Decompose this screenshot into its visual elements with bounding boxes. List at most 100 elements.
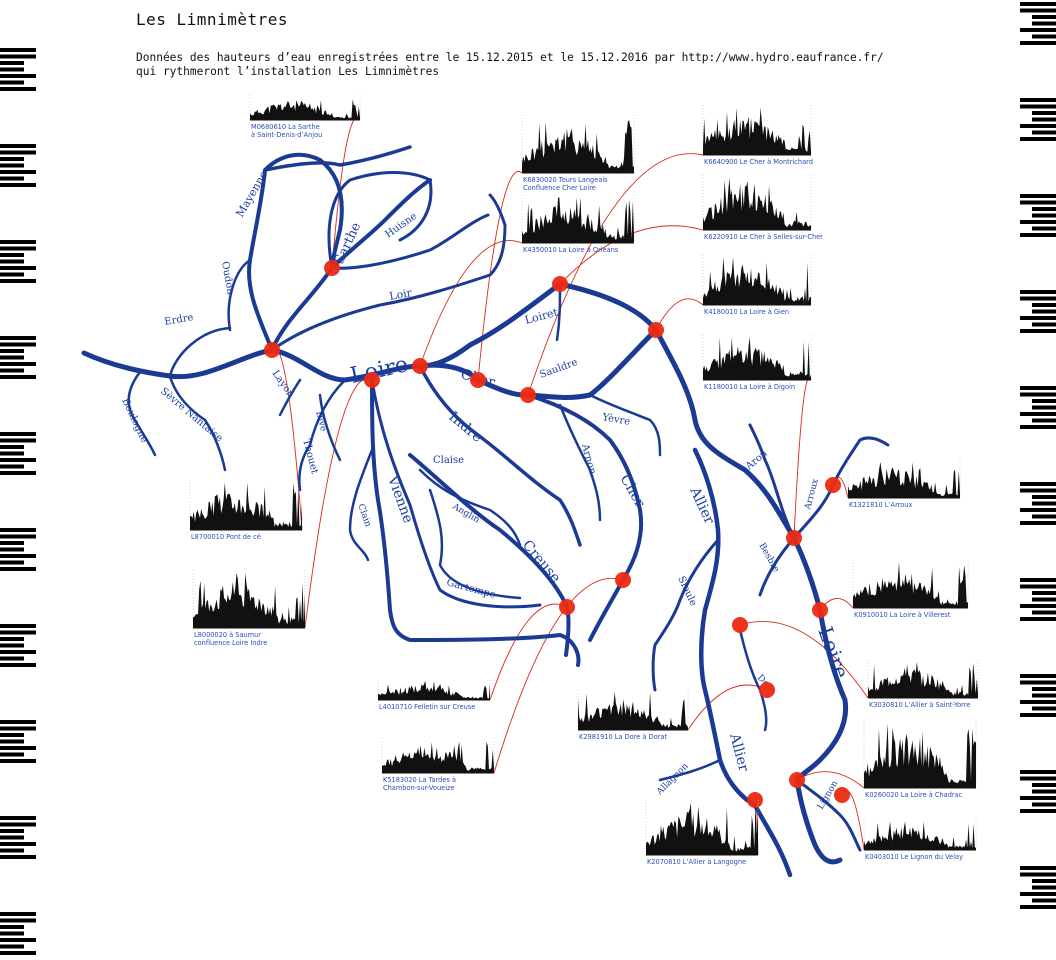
edge-bar bbox=[0, 253, 24, 257]
edge-bar bbox=[0, 643, 24, 648]
hydrograph-silhouette bbox=[522, 120, 634, 173]
edge-bar bbox=[0, 541, 24, 545]
station-dot-M0680610 bbox=[324, 260, 340, 276]
page-subtitle: Données des hauteurs d’eau enregistrées … bbox=[136, 51, 884, 79]
station-dot-K4180010 bbox=[648, 322, 664, 338]
edge-bar bbox=[1032, 111, 1056, 115]
edge-bar bbox=[0, 637, 24, 641]
edge-bar bbox=[1020, 8, 1056, 13]
station-caption-line-1: K2070810 L’Allier à Langogne bbox=[647, 858, 746, 866]
river-erdre bbox=[168, 326, 232, 378]
station-caption-line-1: M0680610 La Sarthe bbox=[251, 123, 320, 131]
river-claise-anglin bbox=[418, 468, 522, 600]
edge-mark bbox=[1020, 482, 1056, 525]
edge-mark bbox=[1020, 770, 1056, 813]
edge-bar bbox=[0, 54, 36, 59]
edge-bar bbox=[0, 829, 24, 833]
station-dot-K6640900 bbox=[520, 387, 536, 403]
edge-bar bbox=[0, 355, 24, 360]
station-caption-line-2: Chambon-sur-Voueize bbox=[383, 784, 455, 792]
edge-bar bbox=[1032, 226, 1056, 231]
edge-bar bbox=[0, 144, 36, 148]
edge-mark bbox=[0, 336, 36, 379]
hydrograph-silhouette bbox=[848, 461, 960, 498]
hydrograph-L4010710: L4010710 Felletin sur Creuse bbox=[377, 680, 491, 711]
edge-bar bbox=[1032, 322, 1056, 327]
hydrograph-silhouette bbox=[190, 482, 302, 530]
station-dot-K3030810 bbox=[732, 617, 748, 633]
hydrograph-silhouette bbox=[378, 681, 490, 700]
edge-bar bbox=[1020, 680, 1056, 685]
edge-bar bbox=[1020, 892, 1056, 896]
edge-bar bbox=[1020, 488, 1056, 493]
edge-bar bbox=[1020, 700, 1056, 704]
river-label-sauldre: Sauldre bbox=[538, 357, 579, 381]
edge-bar bbox=[0, 944, 24, 949]
right-edge-code-marks bbox=[1020, 2, 1056, 909]
hydrograph-silhouette bbox=[193, 572, 305, 628]
edge-bar bbox=[1032, 802, 1056, 807]
edge-bar bbox=[1032, 309, 1056, 314]
station-caption-line-2: confluence Loire Indre bbox=[194, 639, 267, 647]
river-label-yevre: Yèvre bbox=[600, 412, 631, 428]
edge-bar bbox=[1032, 207, 1056, 211]
edge-bar bbox=[1020, 866, 1056, 870]
connector-L8000020 bbox=[304, 378, 373, 629]
river-label-erdre: Erdre bbox=[164, 312, 195, 328]
hydrograph-silhouette bbox=[864, 821, 976, 850]
edge-bar bbox=[0, 150, 36, 155]
edge-bar bbox=[0, 567, 36, 571]
river-label-claise: Claise bbox=[433, 455, 464, 466]
hydrograph-silhouette bbox=[864, 723, 976, 788]
edge-bar bbox=[1020, 482, 1056, 486]
station-caption-line-1: K6830020 Tours Langeais bbox=[523, 176, 608, 184]
connector-K2981910 bbox=[687, 684, 768, 731]
edge-bar bbox=[0, 445, 24, 449]
edge-bar bbox=[0, 266, 36, 270]
edge-bar bbox=[1020, 521, 1056, 525]
edge-mark bbox=[1020, 98, 1056, 141]
station-caption-line-1: L4010710 Felletin sur Creuse bbox=[379, 703, 475, 711]
hydrograph-K3030810: K3030810 L’Allier à Saint-Yorre bbox=[867, 660, 979, 709]
river-label-vienne: Vienne bbox=[384, 473, 416, 525]
hydrograph-silhouette bbox=[703, 337, 811, 380]
station-caption-line-1: K0910010 La Loire à Villerest bbox=[854, 611, 951, 619]
edge-mark bbox=[0, 720, 36, 763]
river-label-arroux: Arroux bbox=[803, 478, 821, 512]
edge-bar bbox=[1020, 770, 1056, 774]
river-loire bbox=[81, 281, 849, 865]
edge-bar bbox=[1020, 809, 1056, 813]
edge-bar bbox=[0, 925, 24, 929]
edge-bar bbox=[1020, 905, 1056, 909]
edge-bar bbox=[1020, 137, 1056, 141]
hydrograph-K0910010: K0910010 La Loire à Villerest bbox=[852, 560, 969, 619]
station-dot-K1321810 bbox=[825, 477, 841, 493]
station-dot-K6220910 bbox=[552, 276, 568, 292]
hydrograph-K2981910: K2981910 La Dore à Dorat bbox=[577, 690, 689, 741]
river-sevre bbox=[127, 370, 227, 472]
edge-bar bbox=[0, 835, 24, 840]
edge-bar bbox=[1020, 584, 1056, 589]
station-dot-L8700010 bbox=[264, 342, 280, 358]
hydrograph-K2070810: K2070810 L’Allier à Langogne bbox=[645, 800, 759, 866]
edge-bar bbox=[1020, 200, 1056, 205]
station-caption-line-1: L8700010 Pont de cé bbox=[191, 533, 261, 541]
station-dot-K0260020 bbox=[789, 772, 805, 788]
edge-bar bbox=[1032, 514, 1056, 519]
station-dot-L4010710 bbox=[559, 599, 575, 615]
station-dot-K2981910 bbox=[759, 682, 775, 698]
station-caption-line-1: L8000020 à Saumur bbox=[194, 631, 261, 639]
edge-bar bbox=[0, 438, 36, 443]
edge-bar bbox=[0, 368, 24, 373]
connector-K1180010 bbox=[793, 377, 812, 539]
edge-bar bbox=[0, 822, 36, 827]
edge-mark bbox=[1020, 674, 1056, 717]
connector-K6640900 bbox=[527, 153, 704, 396]
edge-bar bbox=[1032, 418, 1056, 423]
edge-bar bbox=[1020, 508, 1056, 512]
edge-bar bbox=[0, 432, 36, 436]
river-label-boulogne: Boulogne bbox=[119, 397, 149, 445]
edge-mark bbox=[1020, 866, 1056, 909]
river-clain bbox=[348, 448, 374, 562]
edge-bar bbox=[0, 746, 36, 750]
